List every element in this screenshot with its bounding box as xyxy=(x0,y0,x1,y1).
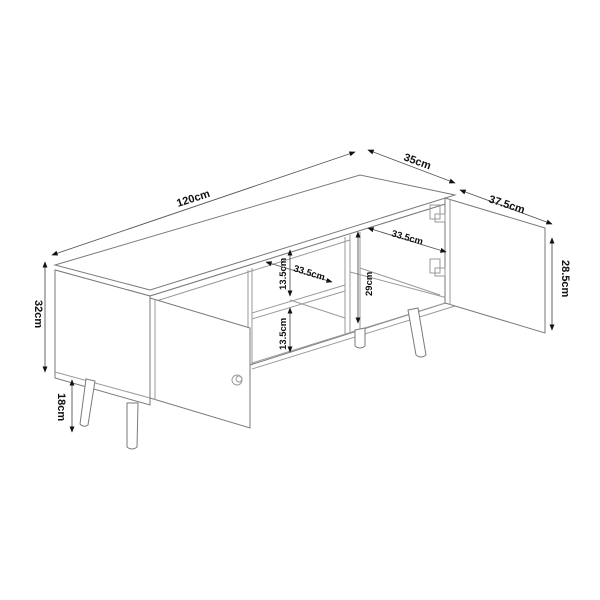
shelf-height-upper-label: 13.5cm xyxy=(278,258,289,290)
legs xyxy=(79,307,427,450)
hinge-icon xyxy=(429,204,446,277)
body-height-label: 32cm xyxy=(32,300,44,328)
inner-height-label: 29cm xyxy=(364,272,375,296)
left-door xyxy=(149,297,251,429)
door-height-label: 28.5cm xyxy=(559,260,571,298)
right-door xyxy=(444,197,546,334)
shelf-height-lower-label: 13.5cm xyxy=(278,318,289,350)
depth-label: 35cm xyxy=(402,152,433,173)
left-side-panel xyxy=(54,269,151,406)
leg-height-label: 18cm xyxy=(55,393,67,421)
dimension-lines xyxy=(42,149,555,433)
